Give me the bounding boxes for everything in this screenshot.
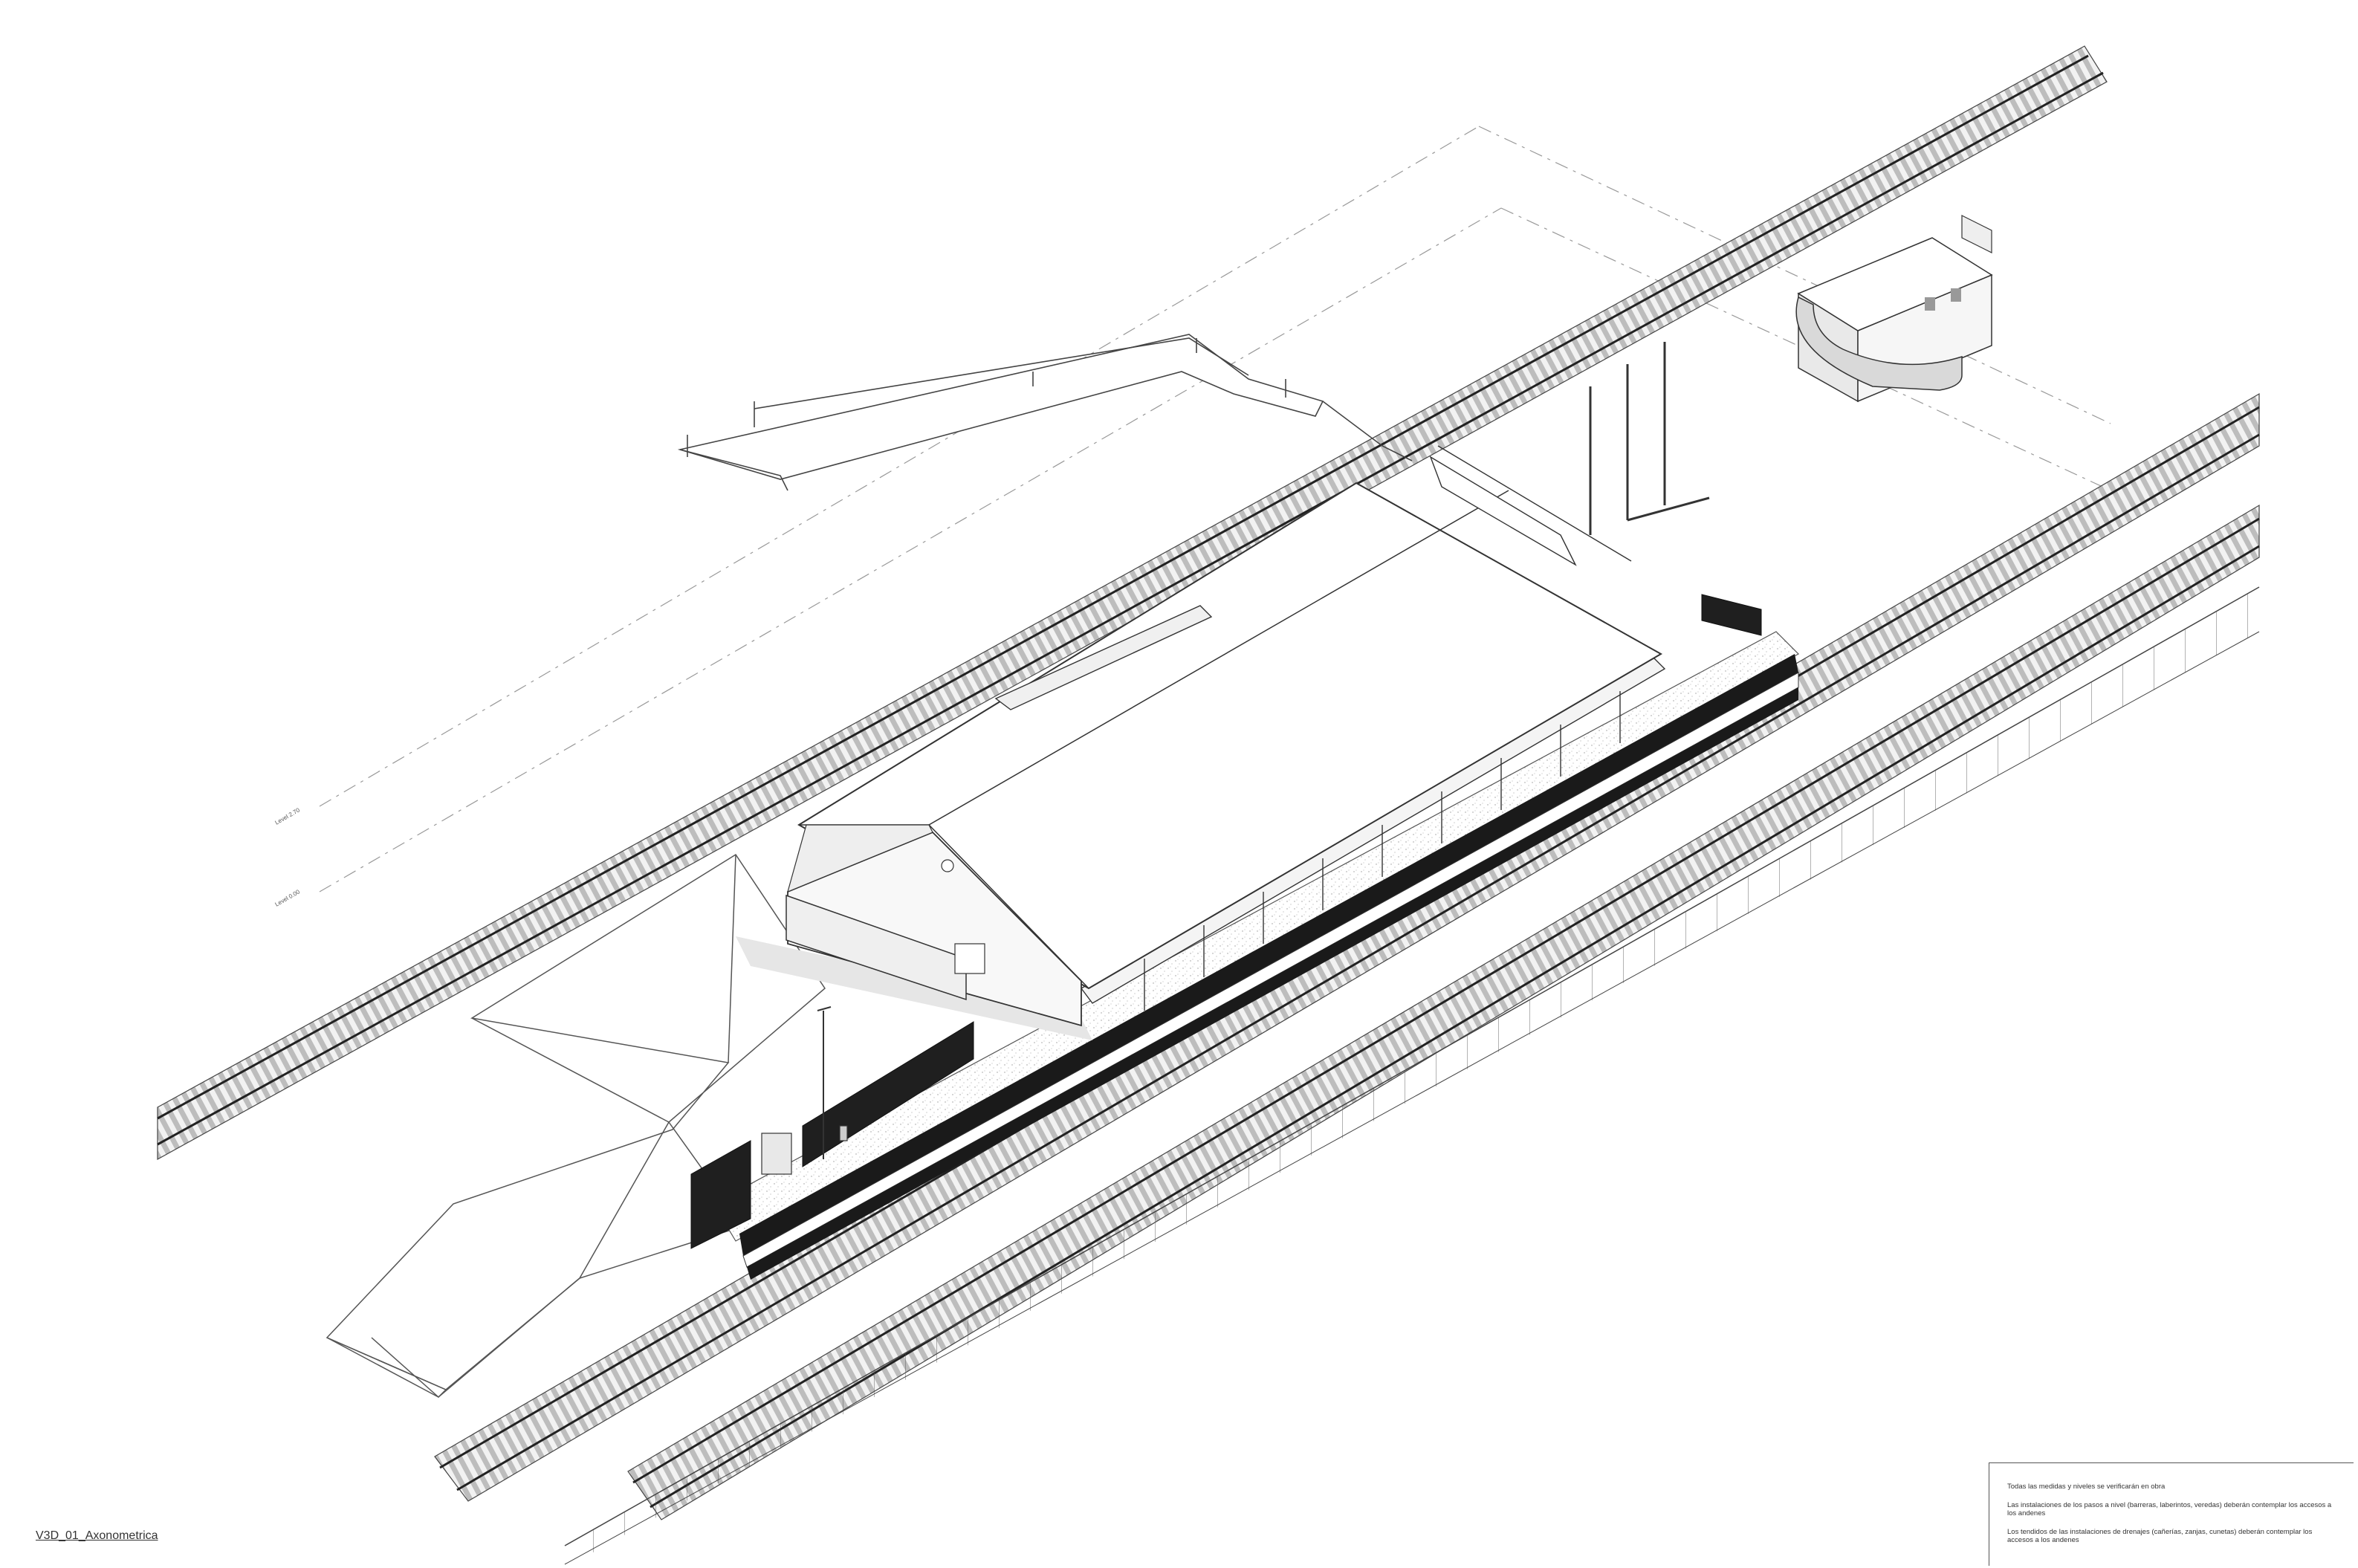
ticket-machine (761, 1125, 848, 1175)
general-notes: Todas las medidas y niveles se verificar… (1989, 1462, 2354, 1566)
level-tag-lower: Level 0.00 (274, 888, 302, 908)
perimeter-fence (564, 586, 2260, 1568)
level-tag-upper: Level 2.70 (274, 806, 302, 826)
upper-track (157, 45, 2108, 1161)
pedestrian-crossing (1429, 445, 1632, 566)
platform (713, 631, 1799, 1280)
note-level-crossings: Las instalaciones de los pasos a nivel (… (2007, 1501, 2332, 1517)
signal-poles (1589, 342, 1710, 535)
access-ramp (677, 334, 1413, 491)
control-building (1795, 215, 1993, 403)
light-pole (817, 1006, 832, 1159)
level-lines (319, 126, 2111, 892)
note-measurements: Todas las medidas y niveles se verificar… (2007, 1483, 2166, 1491)
view-name: V3D_01_Axonometrica (36, 1529, 158, 1542)
station-building (736, 482, 1663, 1040)
note-drainage: Los tendidos de las instalaciones de dre… (2007, 1528, 2313, 1544)
